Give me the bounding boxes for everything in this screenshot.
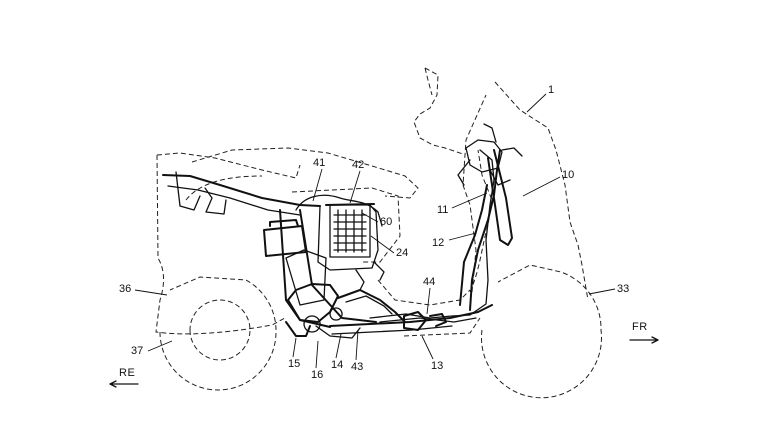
ref-13-leader	[421, 335, 434, 360]
ref-33: 33	[617, 283, 629, 295]
ref-14: 14	[331, 359, 343, 371]
luggage-box-outline	[291, 187, 401, 263]
ref-13: 13	[431, 360, 443, 372]
direction-rear-label: RE	[119, 367, 135, 379]
ref-33-leader	[588, 288, 616, 295]
front-down-tube-inner	[459, 184, 488, 306]
center-bracket	[315, 325, 361, 339]
hose-upper	[295, 194, 383, 227]
ref-44: 44	[423, 276, 435, 288]
ref-24: 24	[396, 247, 408, 259]
battery	[329, 204, 371, 258]
battery-cells	[333, 209, 367, 253]
handlebar-bracket	[457, 123, 523, 186]
ref-15-leader	[292, 337, 297, 358]
rear-grab-bracket	[175, 171, 227, 215]
front-down-tube	[469, 149, 501, 311]
ref-12-leader	[448, 232, 477, 241]
ref-11-leader	[451, 192, 488, 209]
harness-floor	[369, 149, 495, 319]
ref-42: 42	[352, 159, 364, 171]
ref-16: 16	[311, 369, 323, 381]
ref-16-leader	[315, 340, 319, 369]
ref-43: 43	[351, 361, 363, 373]
seat-outline	[191, 147, 419, 199]
ref-41: 41	[313, 157, 325, 169]
body-outline	[155, 67, 602, 399]
ref-14-leader	[335, 333, 342, 359]
ref-24-leader	[370, 235, 395, 254]
arrow-front-icon	[629, 336, 659, 344]
head-pipe	[487, 149, 513, 246]
frame-assembly	[162, 123, 523, 339]
drive-link	[345, 295, 393, 315]
harness-floor-2	[379, 317, 477, 323]
ref-37-leader	[147, 340, 173, 352]
direction-front-label: FR	[632, 321, 648, 333]
ref-36: 36	[119, 283, 131, 295]
ref-10: 10	[562, 169, 574, 181]
floor-outline	[377, 279, 481, 337]
ref-10-leader	[522, 176, 561, 197]
ref-60: 60	[380, 216, 392, 228]
front-cover-outline	[462, 81, 589, 301]
ref-41-leader	[312, 168, 323, 202]
frame-gusset	[285, 249, 327, 306]
windscreen-outline	[413, 67, 464, 155]
rear-body-outline	[155, 152, 301, 335]
floor-rail	[329, 304, 493, 327]
main-stand	[285, 321, 311, 337]
engine-mount-detail	[303, 307, 343, 333]
ref-44-leader	[426, 287, 431, 315]
engine-mount	[287, 283, 339, 323]
ref-1: 1	[548, 84, 554, 96]
reference-numerals: 1 10 11 12 24 60 41 42 44 33 36 37 15 16 14 43 13	[119, 84, 629, 381]
ref-12: 12	[432, 237, 444, 249]
arrow-rear-icon	[109, 380, 139, 388]
seat-rail-lower	[167, 185, 301, 216]
leader-lines	[134, 93, 616, 369]
rear-hub-outline	[189, 299, 251, 361]
side-cables	[355, 261, 385, 291]
ref-1-leader	[526, 93, 547, 113]
front-wheel-outline	[481, 264, 602, 399]
rear-wheel-outline	[159, 276, 277, 391]
ref-11: 11	[437, 204, 448, 216]
floor-rail-lower	[331, 325, 453, 335]
ref-36-leader	[134, 289, 168, 296]
ref-37: 37	[131, 345, 143, 357]
ref-15: 15	[288, 358, 300, 370]
direction-indicators: RE FR	[109, 321, 659, 388]
ref-60-leader	[361, 212, 379, 223]
floor-bracket	[403, 311, 447, 331]
ref-42-leader	[349, 170, 361, 204]
seat-rail	[162, 174, 321, 207]
ref-43-leader	[355, 329, 359, 361]
battery-bracket	[317, 204, 379, 271]
rear-component-box	[263, 219, 307, 257]
